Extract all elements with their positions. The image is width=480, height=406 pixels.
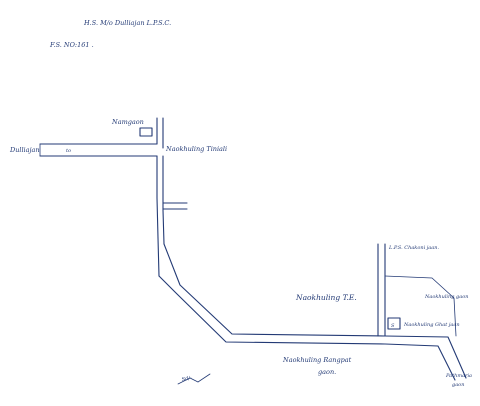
- label-to-dulliajan: to: [66, 148, 71, 154]
- label-naokhuling-te: Naokhuling T.E.: [295, 293, 357, 302]
- label-dulliajan: Dulliajan: [9, 146, 40, 154]
- label-naokhuling-gaon: Naokhuling gaon: [424, 294, 468, 300]
- main-road-left-edge: [156, 155, 159, 239]
- label-naokhuling-tiniali: Naokhuling Tiniali: [165, 145, 227, 153]
- school-marker-label: S: [391, 323, 395, 329]
- road-to-pathmaria-upper: [384, 335, 467, 379]
- long-road-lower-edge: [158, 275, 386, 345]
- gaon-boundary: [384, 275, 457, 337]
- label-pathmaria-line2: gaon: [452, 382, 464, 388]
- header-ref: F.S. NO:161 .: [49, 41, 94, 49]
- road-to-pathmaria-lower: [384, 343, 456, 381]
- header-office: H.S. M/o Dulliajan L.P.S.C.: [83, 19, 171, 27]
- label-rangpat-line1: Naokhuling Rangpat: [282, 356, 352, 364]
- namgaon-building: [139, 127, 153, 137]
- label-rangpat-line2: gaon.: [318, 368, 336, 376]
- label-namgaon: Namgaon: [111, 118, 144, 126]
- long-road-upper-edge: [163, 243, 386, 337]
- signature-scribble: [177, 373, 211, 385]
- label-pathmaria-line1: Pathmaria: [445, 373, 472, 379]
- label-naokhuling-ghat: Naokhuling Ghat jaan: [403, 322, 460, 328]
- road-left-continue: [157, 237, 160, 277]
- label-lps-jaan: L.P.S. Chakoni jaan.: [388, 245, 439, 251]
- school-marker-box: [387, 317, 401, 330]
- main-road-right-edge: [162, 155, 165, 245]
